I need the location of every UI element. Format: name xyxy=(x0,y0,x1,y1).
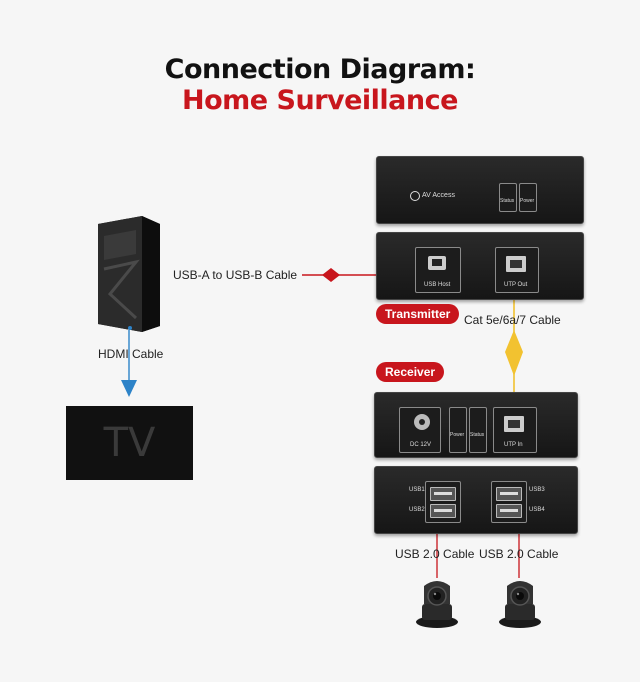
dc-12v-port: DC 12V xyxy=(399,407,441,453)
receiver-badge: Receiver xyxy=(376,362,445,382)
usb1-label: USB1 xyxy=(409,487,425,493)
usb-host-label: USB Host xyxy=(424,282,451,288)
status-label: Status xyxy=(500,198,515,204)
ptz-camera-icon-right xyxy=(499,581,541,628)
ptz-camera-icon-left xyxy=(416,581,458,628)
tv-screen: TV xyxy=(66,406,193,480)
power-label-rx: Power xyxy=(450,432,465,438)
title-line-1: Connection Diagram: xyxy=(164,54,476,85)
receiver-back: DC 12V Power Status UTP In xyxy=(374,392,578,458)
transmitter-back: USB Host UTP Out xyxy=(376,232,584,300)
av-access-logo-icon xyxy=(410,191,420,201)
transmitter-badge: Transmitter xyxy=(376,304,460,324)
tv-label: TV xyxy=(103,420,156,466)
dc-12v-label: DC 12V xyxy=(410,442,432,448)
usb-host-port: USB Host xyxy=(415,247,461,293)
status-led-panel: Status xyxy=(499,183,517,212)
usb3-label: USB3 xyxy=(529,487,545,493)
title-line-2: Home Surveillance xyxy=(182,85,458,116)
usb-a-to-b-cable-label: USB-A to USB-B Cable xyxy=(173,268,298,282)
brand-label: AV Access xyxy=(422,192,455,199)
utp-in-port: UTP In xyxy=(493,407,537,453)
usb2-port xyxy=(430,504,456,518)
power-led-panel: Power xyxy=(519,183,537,212)
utp-out-port: UTP Out xyxy=(495,247,539,293)
utp-out-label: UTP Out xyxy=(504,282,528,288)
status-label-rx: Status xyxy=(470,432,485,438)
power-label: Power xyxy=(520,198,535,204)
hdmi-cable-label: HDMI Cable xyxy=(98,347,164,361)
usb2-label: USB2 xyxy=(409,507,425,513)
pc-tower-icon xyxy=(98,216,160,332)
status-led-panel-rx: Status xyxy=(469,407,487,453)
cat-cable-label: Cat 5e/6a/7 Cable xyxy=(464,313,561,327)
cat-cable-arrows xyxy=(505,330,523,376)
usb4-label: USB4 xyxy=(529,507,545,513)
usb4-port xyxy=(496,504,522,518)
hdmi-arrowhead xyxy=(121,380,137,397)
usb-port-group-right xyxy=(491,481,527,523)
utp-in-label: UTP In xyxy=(504,442,523,448)
usb20-cable-label-right: USB 2.0 Cable xyxy=(479,547,559,561)
receiver-front: USB1 USB2 USB3 USB4 xyxy=(374,466,578,534)
usb-port-group-left xyxy=(425,481,461,523)
usb1-port xyxy=(430,487,456,501)
usb20-cable-label-left: USB 2.0 Cable xyxy=(395,547,475,561)
usb3-port xyxy=(496,487,522,501)
usb-a-to-b-arrows xyxy=(322,268,340,282)
power-led-panel-rx: Power xyxy=(449,407,467,453)
transmitter-front: AV Access Status Power xyxy=(376,156,584,224)
